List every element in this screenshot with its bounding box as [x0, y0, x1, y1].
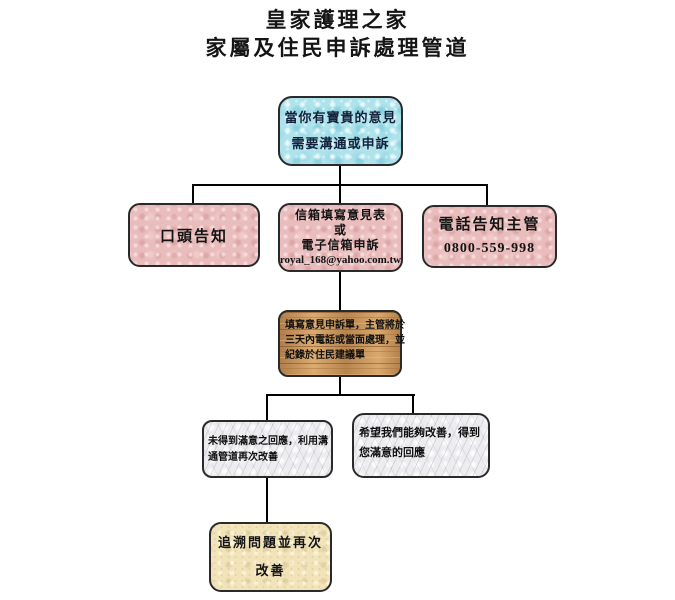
satisfied-outcome-node: 希望我們能夠改善，得到 您滿意的回應	[352, 413, 490, 478]
unsatisfied-outcome-node: 未得到滿意之回應，利用溝 通管道再次改善	[202, 420, 333, 478]
process-line3: 紀錄於住民建議單	[285, 350, 365, 361]
mailbox-channel-line3: 電子信箱申訴	[301, 237, 380, 252]
followup-node: 追溯問題並再次 改善	[209, 522, 332, 592]
verbal-channel-node: 口頭告知	[128, 203, 260, 267]
verbal-channel-label: 口頭告知	[159, 228, 228, 245]
unsatisfied-line2: 通管道再次改善	[208, 452, 278, 463]
mailbox-channel-line1: 信箱填寫意見表	[294, 207, 386, 222]
mailbox-email-address: royal_168@yahoo.com.tw	[279, 253, 402, 266]
mailbox-channel-node: 信箱填寫意見表 或 電子信箱申訴 royal_168@yahoo.com.tw	[278, 203, 403, 272]
start-node: 當你有寶貴的意見 需要溝通或申訴	[278, 96, 403, 166]
connector-branch-horizontal-top	[192, 184, 488, 186]
process-node: 填寫意見申訴單，主管將於 三天內電話或當面處理，並 紀錄於住民建議單	[278, 310, 405, 377]
phone-channel-node: 電話告知主管 0800-559-998	[422, 205, 557, 268]
connector-branch-horizontal-bottom	[266, 394, 415, 396]
phone-number: 0800-559-998	[443, 240, 536, 256]
process-line2: 三天內電話或當面處理，並	[285, 335, 405, 346]
connector-mailbox-to-process	[339, 272, 341, 311]
page-title-line2: 家屬及住民申訴處理管道	[205, 36, 470, 60]
connector-process-to-branch	[339, 377, 341, 395]
connector-drop-phone	[486, 185, 488, 206]
page-title: 皇家護理之家 家屬及住民申訴處理管道	[0, 6, 675, 62]
mailbox-channel-line2: 或	[333, 222, 347, 237]
followup-line1: 追溯問題並再次	[217, 535, 323, 550]
process-line1: 填寫意見申訴單，主管將於	[285, 320, 405, 331]
connector-unsatisfied-to-followup	[266, 478, 268, 523]
unsatisfied-line1: 未得到滿意之回應，利用溝	[208, 436, 328, 447]
phone-channel-label: 電話告知主管	[438, 216, 541, 233]
connector-drop-verbal	[192, 185, 194, 204]
start-node-line2: 需要溝通或申訴	[291, 136, 390, 151]
connector-drop-satisfied	[412, 395, 414, 414]
start-node-line1: 當你有寶貴的意見	[284, 110, 397, 125]
connector-drop-unsatisfied	[266, 395, 268, 421]
satisfied-line1: 希望我們能夠改善，得到	[359, 427, 480, 439]
followup-line2: 改善	[255, 563, 286, 578]
satisfied-line2: 您滿意的回應	[359, 447, 425, 459]
page-title-line1: 皇家護理之家	[265, 8, 410, 32]
